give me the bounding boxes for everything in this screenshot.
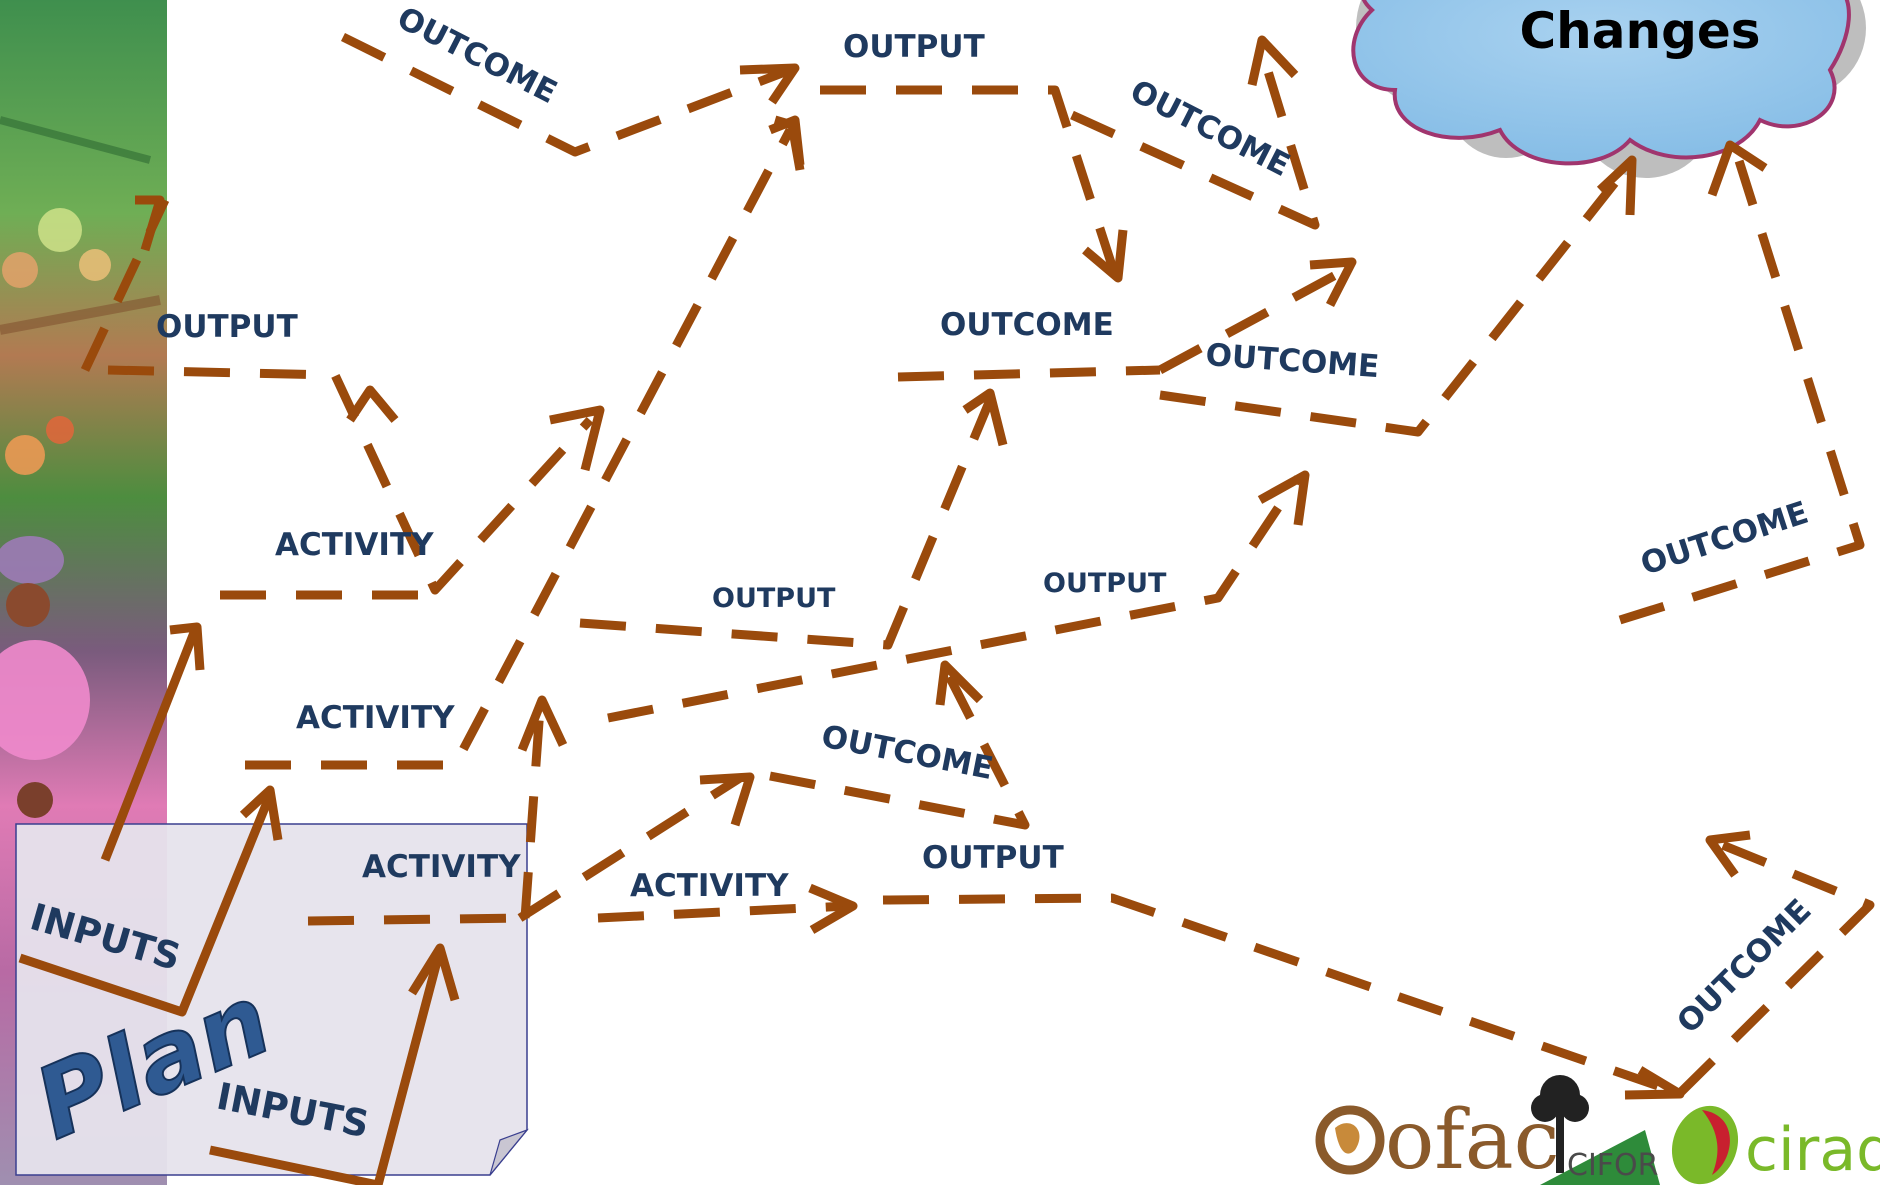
path-activity3	[307, 913, 521, 926]
cirad-leaf-icon	[1671, 1105, 1739, 1185]
cloud-shape: Changes	[1351, 0, 1866, 178]
label-output-left: OUTPUT	[156, 309, 298, 345]
cirad-logo: cirad	[1671, 1105, 1880, 1185]
cifor-text: CIFOR	[1567, 1148, 1659, 1183]
label-outcome-top-left: OUTCOME	[391, 0, 562, 111]
label-outcome-bottom-right: OUTCOME	[1670, 892, 1818, 1040]
label-output-bottom: OUTPUT	[922, 840, 1064, 876]
path-mid-right-outcome	[1159, 167, 1629, 437]
path-top-output	[820, 85, 1120, 277]
cifor-logo: CIFOR	[1531, 1075, 1660, 1185]
path-top-outcome-right	[1070, 43, 1320, 230]
label-outcome-center: OUTCOME	[818, 719, 995, 788]
path-bottom-output	[597, 901, 849, 923]
label-outcome-mid-right: OUTCOME	[1204, 337, 1380, 385]
label-output-center: OUTPUT	[712, 583, 836, 614]
cloud-title: Changes	[1519, 2, 1760, 60]
path-mid-outcome-up	[1157, 266, 1348, 374]
logos: ofac CIFOR cirad	[1315, 1075, 1880, 1185]
path-activity2-to-output	[245, 127, 794, 770]
label-output-top: OUTPUT	[843, 29, 985, 65]
ofac-text: ofac	[1385, 1093, 1560, 1185]
path-center-output	[579, 398, 995, 650]
label-outcome-mid: OUTCOME	[940, 307, 1114, 343]
path-left-output-horizontal	[107, 365, 594, 595]
path-center-right-output	[607, 475, 1302, 723]
label-activity-1: ACTIVITY	[275, 527, 434, 563]
arrow-paths	[18, 32, 1875, 1185]
path-bottom-right-outcome	[1676, 835, 1875, 1097]
label-activity-4: ACTIVITY	[630, 868, 789, 904]
path-center-outcome	[769, 665, 1030, 830]
label-output-center-right: OUTPUT	[1043, 568, 1167, 599]
path-right-outcome	[1618, 146, 1865, 625]
label-activity-2: ACTIVITY	[296, 700, 455, 736]
path-top-outcome-to-output	[341, 32, 792, 157]
path-mid-outcome	[897, 365, 1161, 382]
path-bottom-long	[882, 893, 1672, 1095]
path-activity4	[517, 774, 743, 922]
cirad-text: cirad	[1745, 1115, 1880, 1185]
path-activity3-up	[520, 707, 545, 919]
label-activity-3: ACTIVITY	[362, 849, 521, 885]
ofac-logo: ofac	[1315, 1093, 1560, 1185]
tree-icon	[1531, 1075, 1589, 1173]
